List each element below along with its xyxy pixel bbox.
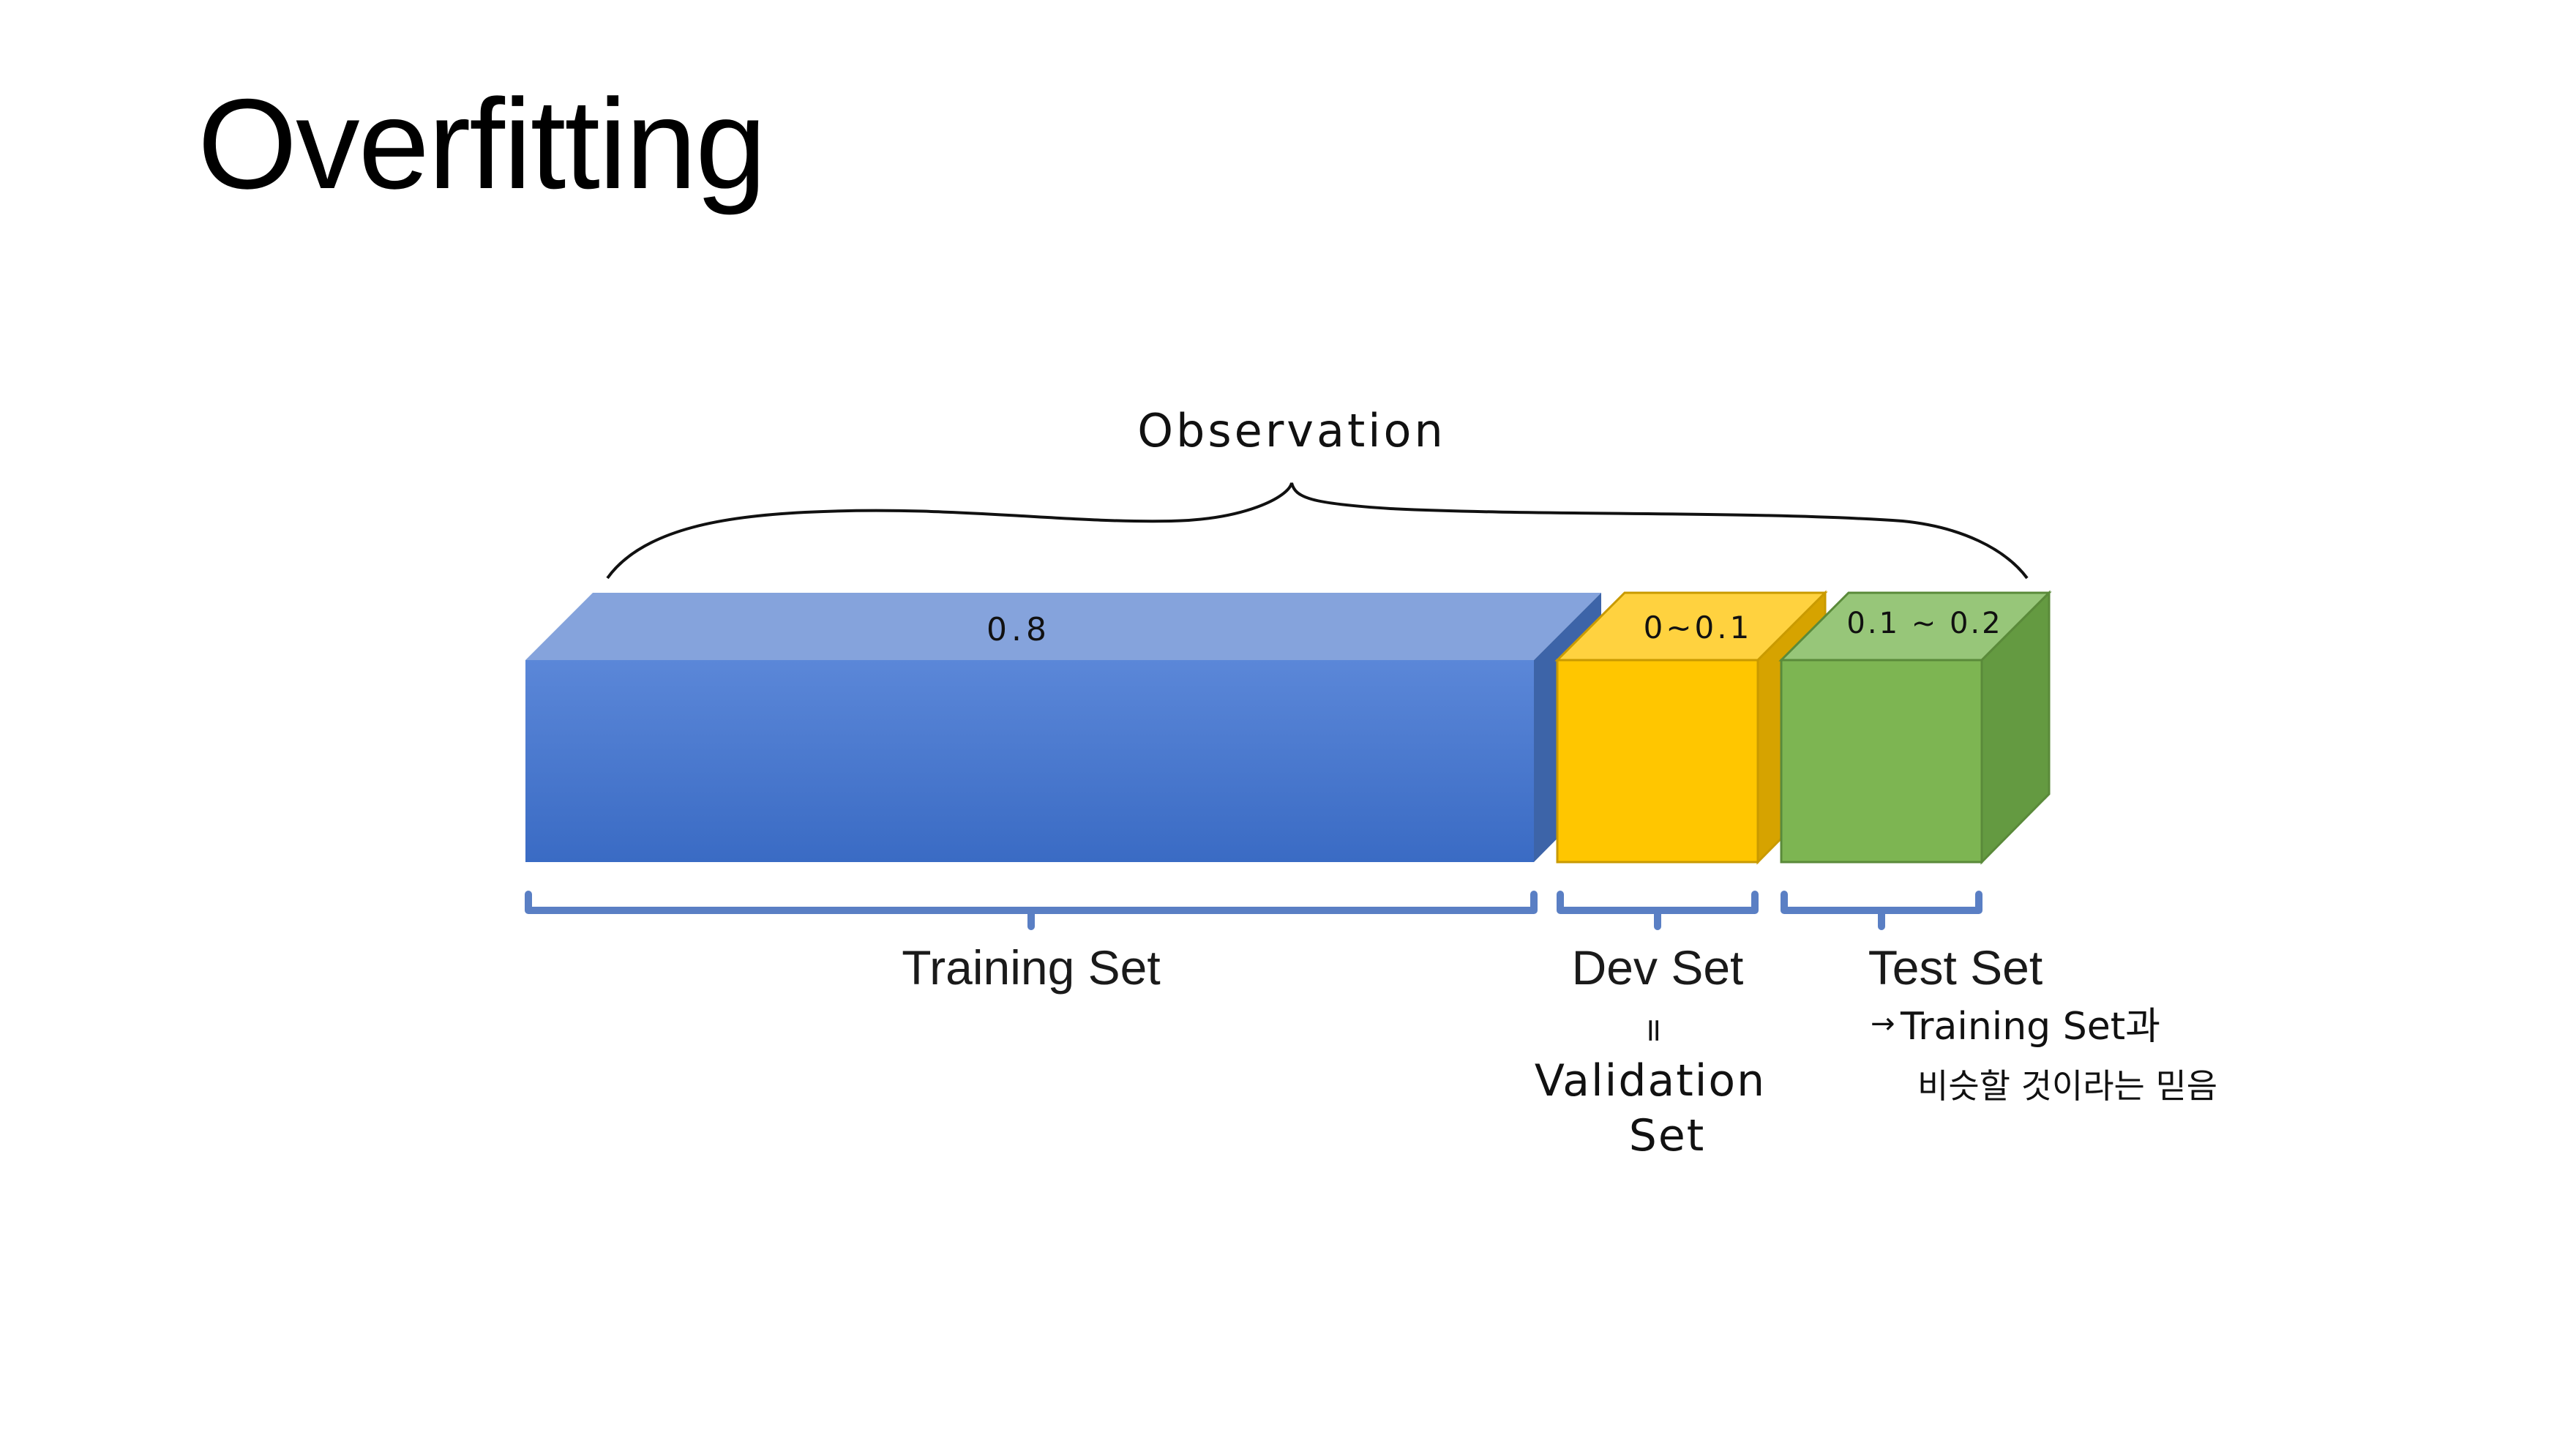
test-block-front [1780,659,1983,864]
dev-equals-sign: = [1636,1017,1673,1044]
dev-block-front [1556,659,1759,864]
training-block-front [525,660,1534,862]
training-bracket [525,891,1538,930]
dev-ratio: 0~0.1 [1644,610,1753,645]
dev-block: 0~0.1 [1554,590,1828,865]
training-ratio: 0.8 [986,611,1051,648]
observation-brace [606,482,2029,580]
arrow-icon: → [1871,1007,1895,1041]
test-note-line1: Training Set과 [1900,1005,2160,1049]
training-set-label: Training Set [902,940,1160,995]
dev-note-line1: Validation [1535,1055,1766,1107]
dev-set-label: Dev Set [1572,940,1744,995]
dev-note-line2: Set [1629,1110,1706,1161]
test-block: 0.1 ~ 0.2 [1778,590,2052,865]
observation-label: Observation [1137,404,1446,457]
training-block: 0.8 [525,593,1601,862]
test-set-label: Test Set [1868,940,2043,995]
test-bracket [1781,891,1982,930]
page-title: Overfitting [198,73,766,216]
dev-bracket [1557,891,1759,930]
training-block-top [525,593,1601,660]
test-note-line2: 비슷할 것이라는 믿음 [1917,1066,2217,1106]
test-ratio: 0.1 ~ 0.2 [1846,607,2002,640]
